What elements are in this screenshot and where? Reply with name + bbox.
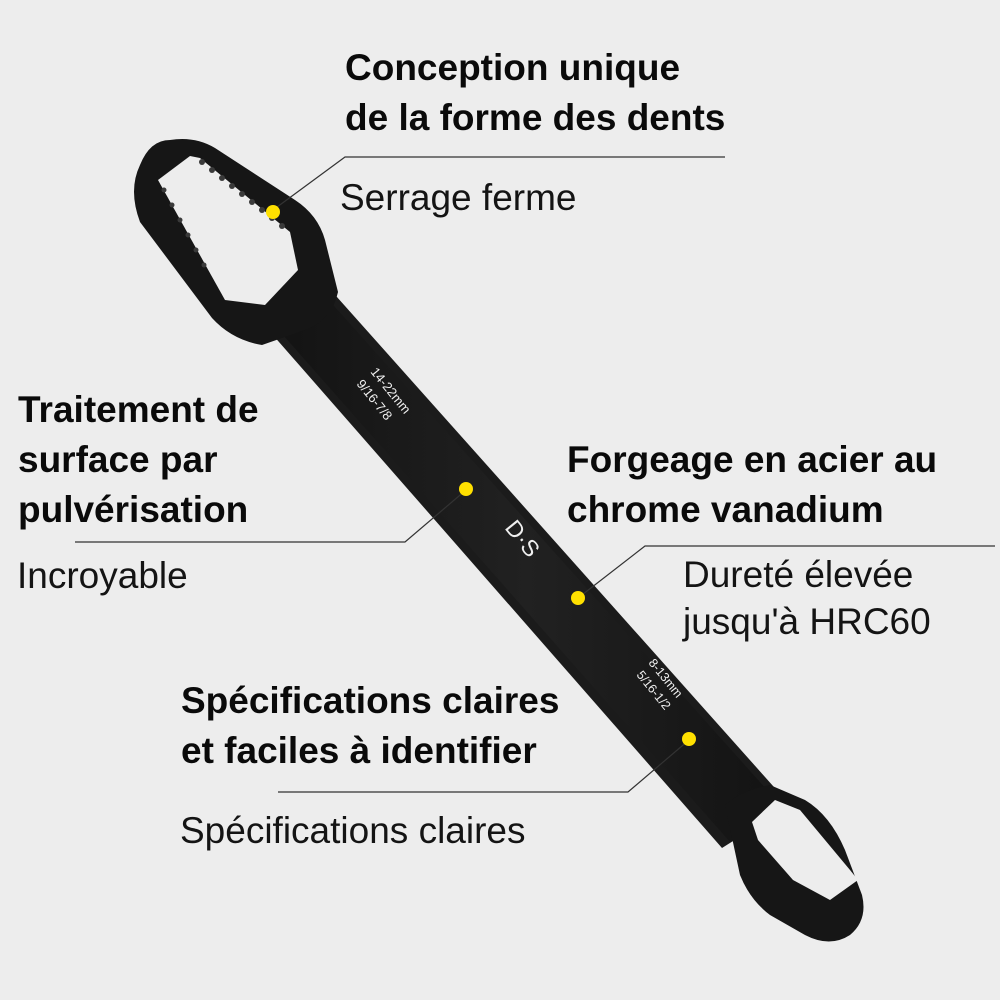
callout-forging-title-line2: chrome vanadium bbox=[567, 489, 884, 530]
callout-forging-title: Forgeage en acier au chrome vanadium bbox=[567, 435, 937, 535]
dot-teeth bbox=[266, 205, 280, 219]
dot-surface bbox=[459, 482, 473, 496]
callout-dots bbox=[266, 205, 696, 746]
callout-surface-title-line3: pulvérisation bbox=[18, 489, 249, 530]
callout-specs-title-line1: Spécifications claires bbox=[181, 680, 560, 721]
callout-teeth-subtitle: Serrage ferme bbox=[340, 177, 577, 218]
wrench-shaft bbox=[258, 278, 790, 848]
leader-line-teeth bbox=[272, 156, 725, 211]
callout-forging-subtitle-line1: Dureté élevée bbox=[683, 554, 914, 595]
wrench-upper-head bbox=[134, 139, 338, 345]
callout-teeth-title-line1: Conception unique bbox=[345, 47, 681, 88]
callout-surface-title-line1: Traitement de bbox=[18, 389, 259, 430]
leader-line-forging bbox=[577, 545, 995, 599]
callout-specs-title: Spécifications claires et faciles à iden… bbox=[181, 676, 559, 776]
dot-forging bbox=[571, 591, 585, 605]
leader-line-surface bbox=[75, 489, 467, 543]
leader-line-specs bbox=[278, 739, 690, 793]
callout-forging-subtitle: Dureté élevée jusqu'à HRC60 bbox=[683, 551, 931, 645]
callout-specs-subtitle: Spécifications claires bbox=[180, 810, 526, 851]
callout-specs-title-line2: et faciles à identifier bbox=[181, 730, 537, 771]
callout-forging-subtitle-line2: jusqu'à HRC60 bbox=[683, 601, 931, 642]
callout-teeth-title: Conception unique de la forme des dents bbox=[345, 43, 725, 143]
callout-surface-subtitle: Incroyable bbox=[17, 555, 188, 596]
callout-surface-title-line2: surface par bbox=[18, 439, 218, 480]
teeth-pattern bbox=[161, 159, 285, 268]
leader-lines bbox=[75, 156, 995, 793]
callout-teeth-title-line2: de la forme des dents bbox=[345, 97, 726, 138]
callout-surface-title: Traitement de surface par pulvérisation bbox=[18, 385, 259, 535]
wrench-lower-head bbox=[725, 785, 864, 942]
dot-specs bbox=[682, 732, 696, 746]
callout-forging-title-line1: Forgeage en acier au bbox=[567, 439, 938, 480]
